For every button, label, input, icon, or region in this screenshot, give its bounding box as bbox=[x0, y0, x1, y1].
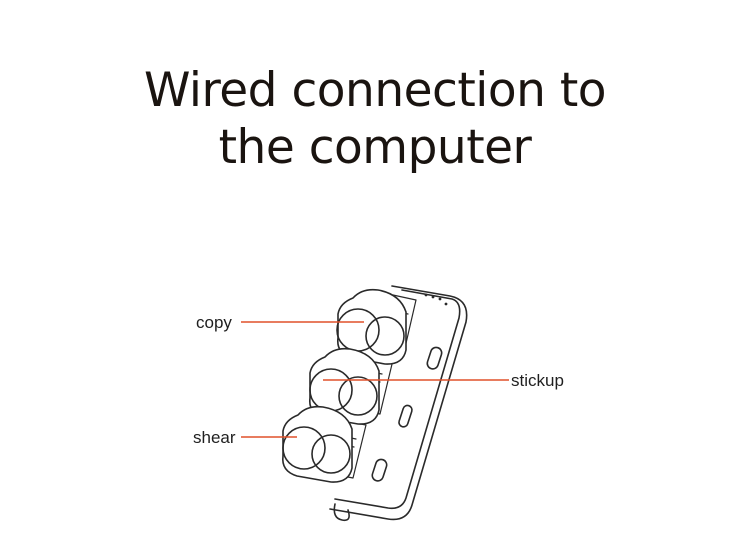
usb-cable-icon bbox=[333, 503, 350, 522]
led-icon bbox=[424, 293, 428, 297]
side-button-bottom bbox=[371, 458, 388, 482]
side-button-top bbox=[426, 346, 443, 370]
led-icon bbox=[431, 295, 435, 299]
side-button-middle bbox=[398, 404, 413, 428]
label-stickup: stickup bbox=[511, 371, 564, 390]
title-line-2: the computer bbox=[218, 120, 532, 175]
title-line-1: Wired connection to bbox=[143, 63, 607, 118]
page-title: Wired connection to the computer bbox=[0, 62, 750, 176]
label-shear: shear bbox=[193, 428, 236, 447]
label-copy: copy bbox=[196, 313, 232, 332]
led-icon bbox=[438, 297, 442, 301]
key-shear bbox=[281, 405, 353, 483]
led-icon bbox=[444, 302, 448, 306]
key-stickup bbox=[308, 347, 380, 425]
device-housing bbox=[329, 285, 468, 522]
